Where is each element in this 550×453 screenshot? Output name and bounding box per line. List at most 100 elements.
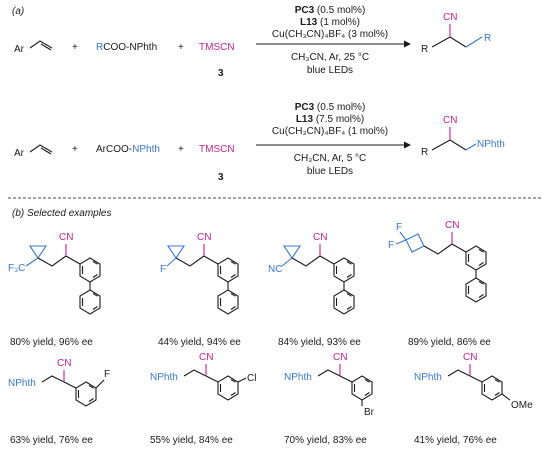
r2-plus-2: + [178, 144, 184, 155]
r1-ester: RCOO-NPhth [96, 42, 157, 53]
compound-5-f: F [104, 369, 110, 380]
compound-6-cn: CN [199, 352, 213, 363]
r2-product-cn: CN [443, 115, 457, 126]
compound-1-biphenyl [79, 257, 101, 315]
compound-1-cyclopropane [28, 245, 48, 259]
compound-1-cf3-bond [25, 257, 39, 267]
r1-tmscn: TMSCN [199, 42, 235, 53]
compound-2-aryl-bond [203, 255, 219, 265]
compound-4-aryl-bond [451, 243, 467, 253]
r1-product-r-right: R [484, 33, 491, 44]
compound-4-f1: F [396, 222, 402, 233]
compound-2-cyclopropane [166, 245, 186, 259]
compound-3-cyclopropane [282, 245, 302, 259]
compound-4: F F CN 89% yield, 86% ee [388, 220, 491, 348]
compound-6-cl: Cl [247, 373, 256, 384]
r1-alkene-bond [29, 40, 53, 49]
r2-cond-5: blue LEDs [307, 166, 353, 177]
r2-cond-1: PC3 (0.5 mol%) [295, 102, 366, 113]
compound-6-benzene [217, 375, 239, 401]
compound-8-result: 41% yield, 76% ee [414, 435, 497, 446]
r1-product-r-left: R [421, 44, 428, 55]
compound-2: F CN 44% yield, 94% ee [158, 232, 241, 348]
compound-8-ome-bond [501, 393, 511, 401]
r2-product-chain [431, 139, 467, 151]
compound-2-f: F [160, 264, 166, 275]
compound-7-benzene [351, 375, 373, 401]
compound-6-aryl-bond [205, 375, 219, 383]
compound-6-cl-bond [237, 377, 247, 383]
compound-8: NPhth CN OMe 41% yield, 76% ee [414, 352, 533, 446]
compound-6-nphth: NPhth [150, 372, 178, 383]
r1-product-chain [431, 36, 467, 48]
compound-6-result: 55% yield, 84% ee [150, 435, 233, 446]
compound-4-f2: F [388, 240, 394, 251]
compound-3-nc: NC [268, 264, 282, 275]
compound-4-chain [423, 243, 453, 255]
compound-8-ome: OMe [511, 400, 533, 411]
r1-arrow-head [404, 40, 411, 48]
compound-5-aryl-bond [63, 381, 77, 389]
compound-7: NPhth CN Br 70% yield, 83% ee [284, 352, 375, 446]
r2-alkene-bond [29, 144, 53, 153]
compound-2-result: 44% yield, 94% ee [158, 337, 241, 348]
compound-8-nphth: NPhth [414, 372, 442, 383]
r2-product-n-bond [465, 143, 477, 151]
compound-1-result: 80% yield, 96% ee [10, 337, 93, 348]
r1-product-radical-bond [465, 36, 483, 48]
reaction-2: Ar + ArCOO-NPhth + TMSCN 3 PC3 (0.5 mol%… [14, 102, 505, 183]
compound-8-benzene [481, 375, 503, 401]
r1-cond-4: CH₃CN, Ar, 25 °C [291, 52, 369, 63]
compound-6-chain [183, 369, 207, 377]
compound-6: NPhth CN Cl 55% yield, 84% ee [150, 352, 256, 446]
compound-5-benzene [75, 381, 97, 407]
compound-7-nphth: NPhth [284, 372, 312, 383]
r1-cond-3: Cu(CH₃CN)₄BF₄ (3 mol%) [272, 29, 388, 40]
panel-b-label: (b) Selected examples [12, 208, 112, 219]
r1-plus-1: + [72, 42, 78, 53]
compound-3-chain [291, 255, 321, 267]
compound-4-f-bonds [395, 231, 407, 245]
compound-3-biphenyl [333, 257, 355, 315]
compound-7-chain [317, 369, 341, 377]
compound-5: NPhth CN F 63% yield, 76% ee [8, 358, 110, 446]
compound-2-f-bond [166, 257, 177, 267]
r1-reagent-number: 3 [218, 68, 224, 79]
reaction-1: Ar + RCOO-NPhth + TMSCN 3 PC3 (0.5 mol%)… [14, 5, 491, 79]
compound-3-result: 84% yield, 93% ee [278, 337, 361, 348]
panel-a-label: (a) [12, 6, 24, 17]
compound-1-cn: CN [59, 232, 73, 243]
compound-2-cn: CN [197, 232, 211, 243]
r2-ester: ArCOO-NPhth [96, 144, 160, 155]
compound-4-result: 89% yield, 86% ee [408, 337, 491, 348]
r2-arrow-head [404, 141, 411, 149]
r2-reagent-number: 3 [218, 172, 224, 183]
compound-8-chain [447, 369, 471, 377]
compound-5-cn: CN [57, 358, 71, 369]
r2-plus-1: + [72, 144, 78, 155]
compound-4-cyclobutane [405, 233, 425, 253]
compound-7-result: 70% yield, 83% ee [284, 435, 367, 446]
compound-3-cn: CN [313, 232, 327, 243]
compound-1-chain [37, 255, 67, 267]
r1-cond-1: PC3 (0.5 mol%) [295, 5, 366, 16]
compound-2-chain [175, 255, 205, 267]
compound-7-cn: CN [333, 352, 347, 363]
compound-3-nc-bond [281, 257, 293, 267]
compound-8-cn: CN [463, 352, 477, 363]
compound-1-aryl-bond [65, 255, 81, 265]
compound-7-aryl-bond [339, 375, 353, 383]
compound-1: F₃C CN 80% yield, 96% ee [8, 232, 101, 348]
compound-2-biphenyl [217, 257, 239, 315]
r2-aryl-label: Ar [14, 148, 25, 159]
compound-3: NC CN 84% yield, 93% ee [268, 232, 361, 348]
r2-cond-3: Cu(CH₃CN)₄BF₄ (1 mol%) [272, 126, 388, 137]
compound-5-f-bond [95, 379, 105, 389]
compound-8-aryl-bond [469, 375, 483, 383]
compound-5-chain [41, 375, 65, 383]
r2-cond-2: L13 (7.5 mol%) [296, 114, 364, 125]
compound-5-nphth: NPhth [8, 378, 36, 389]
r1-aryl-label: Ar [14, 44, 25, 55]
r2-cond-4: CH₃CN, Ar, 5 °C [294, 153, 367, 164]
